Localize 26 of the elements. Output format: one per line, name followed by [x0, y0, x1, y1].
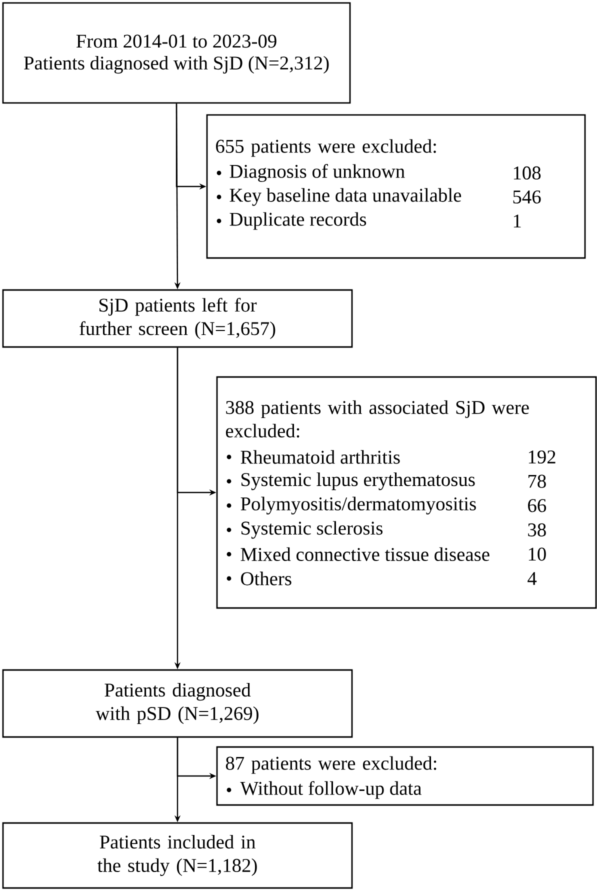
list-item: Mixed connective tissue disease	[226, 547, 490, 562]
count: 10	[528, 548, 546, 561]
process-box: From 2014-01 to 2023-09 Patients diagnosed with SjD (N=2,312)	[2, 2, 351, 104]
count: 1	[514, 214, 521, 228]
count: 38	[528, 523, 546, 536]
count: 108	[514, 166, 541, 180]
count: 192	[528, 450, 556, 464]
list-item: Others	[226, 572, 292, 586]
list-item: Polymyositis/dermatomyositis	[226, 496, 476, 514]
process-box: Patients included in the study (N=1,182)	[2, 822, 353, 889]
list-item: Diagnosis of unknown	[216, 164, 405, 182]
exclusion-heading: 388 patients with associated SjD were excluded:	[226, 400, 529, 438]
exclusion-heading: 655 patients were excluded:	[216, 139, 436, 157]
process-box: Patients diagnosed with pSD (N=1,269)	[2, 669, 353, 738]
count: 546	[513, 190, 541, 204]
list-item: Systemic sclerosis	[226, 521, 382, 539]
list-item: Systemic lupus erythematosus	[226, 472, 475, 490]
list-item: Duplicate records	[216, 212, 366, 230]
count: 78	[528, 474, 546, 488]
process-box: SjD patients left for further screen (N=1,657)	[2, 289, 353, 348]
list-item: Rheumatoid arthritis	[226, 450, 400, 464]
exclusion-heading: 87 patients were excluded:	[226, 756, 436, 774]
count: 66	[528, 499, 546, 512]
count: 4	[528, 572, 537, 585]
list-item: Key baseline data unavailable	[216, 188, 462, 206]
list-item: Without follow-up data	[226, 781, 422, 799]
